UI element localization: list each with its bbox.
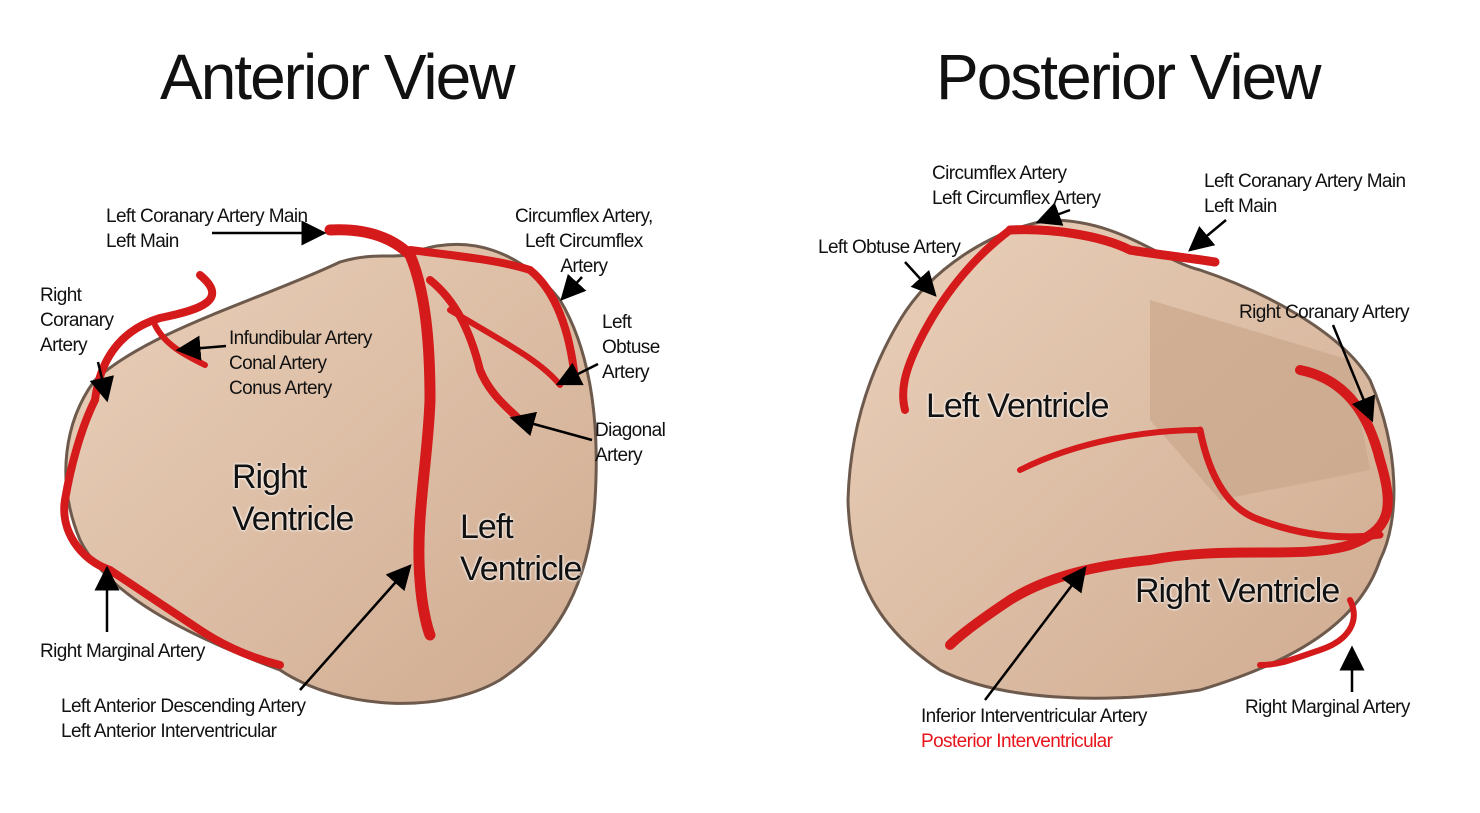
label-line: Artery [40, 335, 88, 356]
label-line: Obtuse [602, 337, 660, 358]
label-anterior-right-marginal: Right Marginal Artery [40, 641, 205, 662]
anterior-view-title: Anterior View [160, 41, 515, 113]
leader-arrows [89, 202, 1376, 701]
label-line: Ventricle [460, 550, 582, 588]
label-anterior-infundibular: Infundibular Artery Conal Artery Conus A… [229, 326, 372, 401]
label-anterior-diagonal: Diagonal Artery [595, 418, 666, 468]
posterior-arteries [899, 225, 1393, 668]
label-posterior-right-marginal: Right Marginal Artery [1245, 697, 1410, 718]
label-line: Left Anterior Descending Artery [61, 696, 306, 717]
label-anterior-left-main: Left Coranary Artery Main Left Main [106, 204, 308, 254]
label-line: Left Main [1204, 196, 1277, 217]
label-line: Ventricle [232, 500, 354, 538]
label-line: Artery [560, 256, 608, 277]
label-posterior-left-main: Left Coranary Artery Main Left Main [1204, 169, 1406, 219]
label-line: Conus Artery [229, 378, 332, 399]
label-line: Right [232, 458, 307, 496]
label-line: Circumflex Artery, [515, 206, 653, 227]
label-posterior-circumflex: Circumflex Artery Left Circumflex Artery [932, 161, 1101, 211]
label-anterior-left-ventricle: Left Ventricle [460, 506, 582, 590]
label-posterior-interventricular: Posterior Interventricular [921, 731, 1113, 752]
label-line: Circumflex Artery [932, 163, 1067, 184]
label-line: Diagonal [595, 420, 666, 441]
label-line: Left Circumflex [525, 231, 643, 252]
label-anterior-left-obtuse: Left Obtuse Artery [602, 310, 660, 385]
label-line: Left [460, 508, 514, 546]
label-posterior-left-ventricle: Left Ventricle [926, 387, 1110, 425]
label-posterior-left-obtuse: Left Obtuse Artery [818, 237, 961, 258]
label-anterior-right-coronary: Right Coranary Artery [40, 283, 114, 358]
label-line: Coranary [40, 310, 114, 331]
label-line: Left Coranary Artery Main [1204, 171, 1406, 192]
label-line: Infundibular Artery [229, 328, 372, 349]
label-anterior-right-ventricle: Right Ventricle [232, 456, 354, 540]
label-line: Left Anterior Interventricular [61, 721, 277, 742]
anterior-arteries [60, 224, 579, 669]
label-line: Artery [602, 362, 650, 383]
label-line: Conal Artery [229, 353, 327, 374]
label-anterior-circumflex: Circumflex Artery, Left Circumflex Arter… [515, 204, 653, 279]
posterior-view-title: Posterior View [936, 41, 1321, 113]
label-posterior-right-coronary: Right Coranary Artery [1239, 302, 1410, 323]
label-anterior-lad: Left Anterior Descending Artery Left Ant… [61, 694, 306, 744]
label-posterior-right-ventricle: Right Ventricle [1135, 572, 1340, 610]
label-line: Artery [595, 445, 643, 466]
label-line: Right [40, 285, 82, 306]
label-line: Left Coranary Artery Main [106, 206, 308, 227]
label-line: Left [602, 312, 632, 333]
label-line: Left Circumflex Artery [932, 188, 1101, 209]
label-line: Left Main [106, 231, 179, 252]
label-posterior-inferior-interventricular: Inferior Interventricular Artery [921, 706, 1147, 727]
